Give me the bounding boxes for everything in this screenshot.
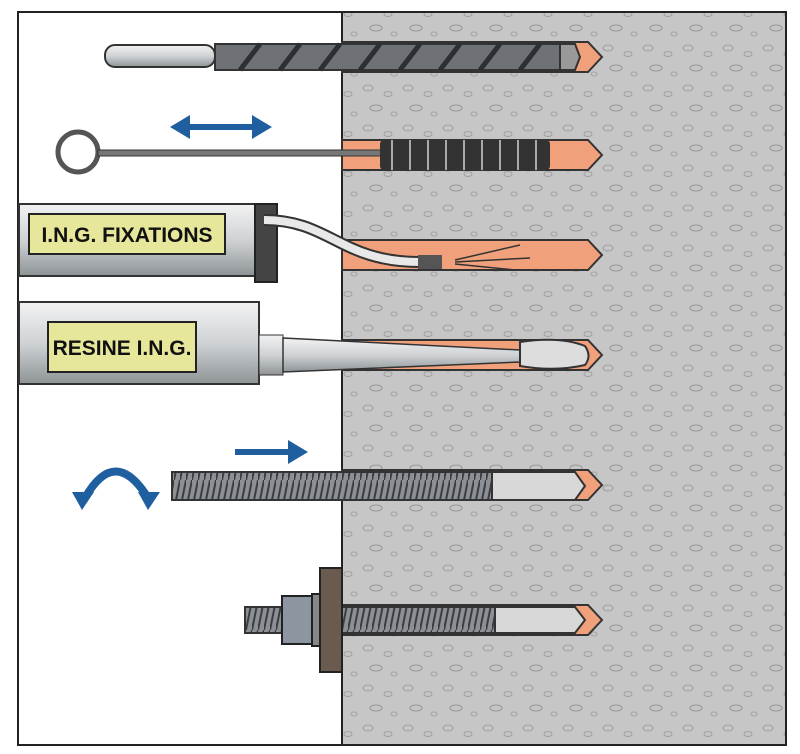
tube-label-text: RESINE I.N.G. <box>53 337 192 360</box>
cartridge-label <box>28 213 226 255</box>
insert-arrow-icon <box>288 440 308 464</box>
cartridge-label-text: I.N.G. FIXATIONS <box>41 224 212 247</box>
rotate-arrow-icon <box>81 467 152 501</box>
resin-tube: RESINE I.N.G. <box>18 301 590 385</box>
anchor-with-nut <box>244 567 587 673</box>
threaded-rod <box>72 440 587 510</box>
drill-bit <box>104 42 582 72</box>
fixture-plate <box>319 567 343 673</box>
cleaning-brush <box>55 115 550 175</box>
blower-cartridge: I.N.G. FIXATIONS <box>18 203 531 283</box>
tube-label <box>47 321 197 373</box>
nut <box>281 595 313 645</box>
